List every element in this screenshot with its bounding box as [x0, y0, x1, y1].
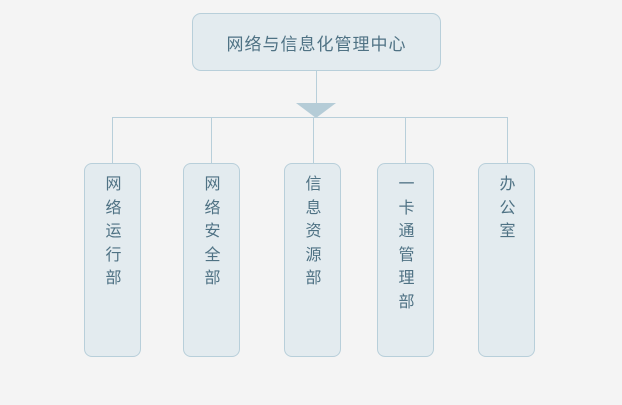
org-node-label-char: 源: [305, 246, 322, 264]
org-node-label-char: 行: [105, 246, 122, 264]
connector-drop-5: [507, 117, 508, 163]
org-node-label-char: 部: [398, 293, 415, 311]
connector-root-stem: [316, 71, 317, 103]
org-node-label-char: 网: [204, 176, 221, 193]
org-node-label-char: 部: [105, 270, 122, 287]
org-node-label-char: 一: [398, 176, 415, 193]
org-node-label: 一卡通管理部: [378, 173, 435, 314]
org-node-label-char: 全: [204, 246, 221, 264]
org-node-label-char: 息: [305, 199, 322, 217]
org-node-card-management[interactable]: 一卡通管理部: [377, 163, 434, 357]
org-node-label-char: 络: [204, 199, 221, 217]
org-node-root[interactable]: 网络与信息化管理中心: [192, 13, 441, 71]
org-node-label-char: 运: [105, 223, 122, 240]
org-node-information-resources[interactable]: 信息资源部: [284, 163, 341, 357]
org-node-label-char: 部: [305, 270, 322, 287]
org-node-label-char: 信: [305, 176, 322, 193]
org-node-label-char: 网: [105, 176, 122, 193]
org-node-network-operations[interactable]: 网络运行部: [84, 163, 141, 357]
org-node-label: 网络安全部: [184, 173, 241, 291]
connector-drop-4: [405, 117, 406, 163]
org-node-label-char: 管: [398, 246, 415, 264]
arrow-down-icon: [296, 103, 336, 118]
org-node-network-security[interactable]: 网络安全部: [183, 163, 240, 357]
connector-drop-2: [211, 117, 212, 163]
org-node-label-char: 办: [499, 176, 516, 193]
org-node-office[interactable]: 办公室: [478, 163, 535, 357]
org-node-label-char: 卡: [398, 199, 415, 217]
org-node-label-char: 资: [305, 223, 322, 240]
org-node-label-char: 部: [204, 270, 221, 287]
org-node-label: 办公室: [479, 173, 536, 244]
org-node-label: 信息资源部: [285, 173, 342, 291]
org-node-label-char: 理: [398, 270, 415, 287]
org-node-label: 网络运行部: [85, 173, 142, 291]
org-node-label-char: 公: [499, 199, 516, 217]
org-node-label-char: 络: [105, 199, 122, 217]
org-node-label-char: 通: [398, 223, 415, 240]
connector-drop-1: [112, 117, 113, 163]
org-node-label-char: 室: [499, 223, 516, 240]
connector-horizontal-bus: [112, 117, 508, 118]
org-node-root-label: 网络与信息化管理中心: [226, 34, 407, 54]
connector-drop-3: [313, 117, 314, 163]
org-node-label-char: 安: [204, 223, 221, 240]
